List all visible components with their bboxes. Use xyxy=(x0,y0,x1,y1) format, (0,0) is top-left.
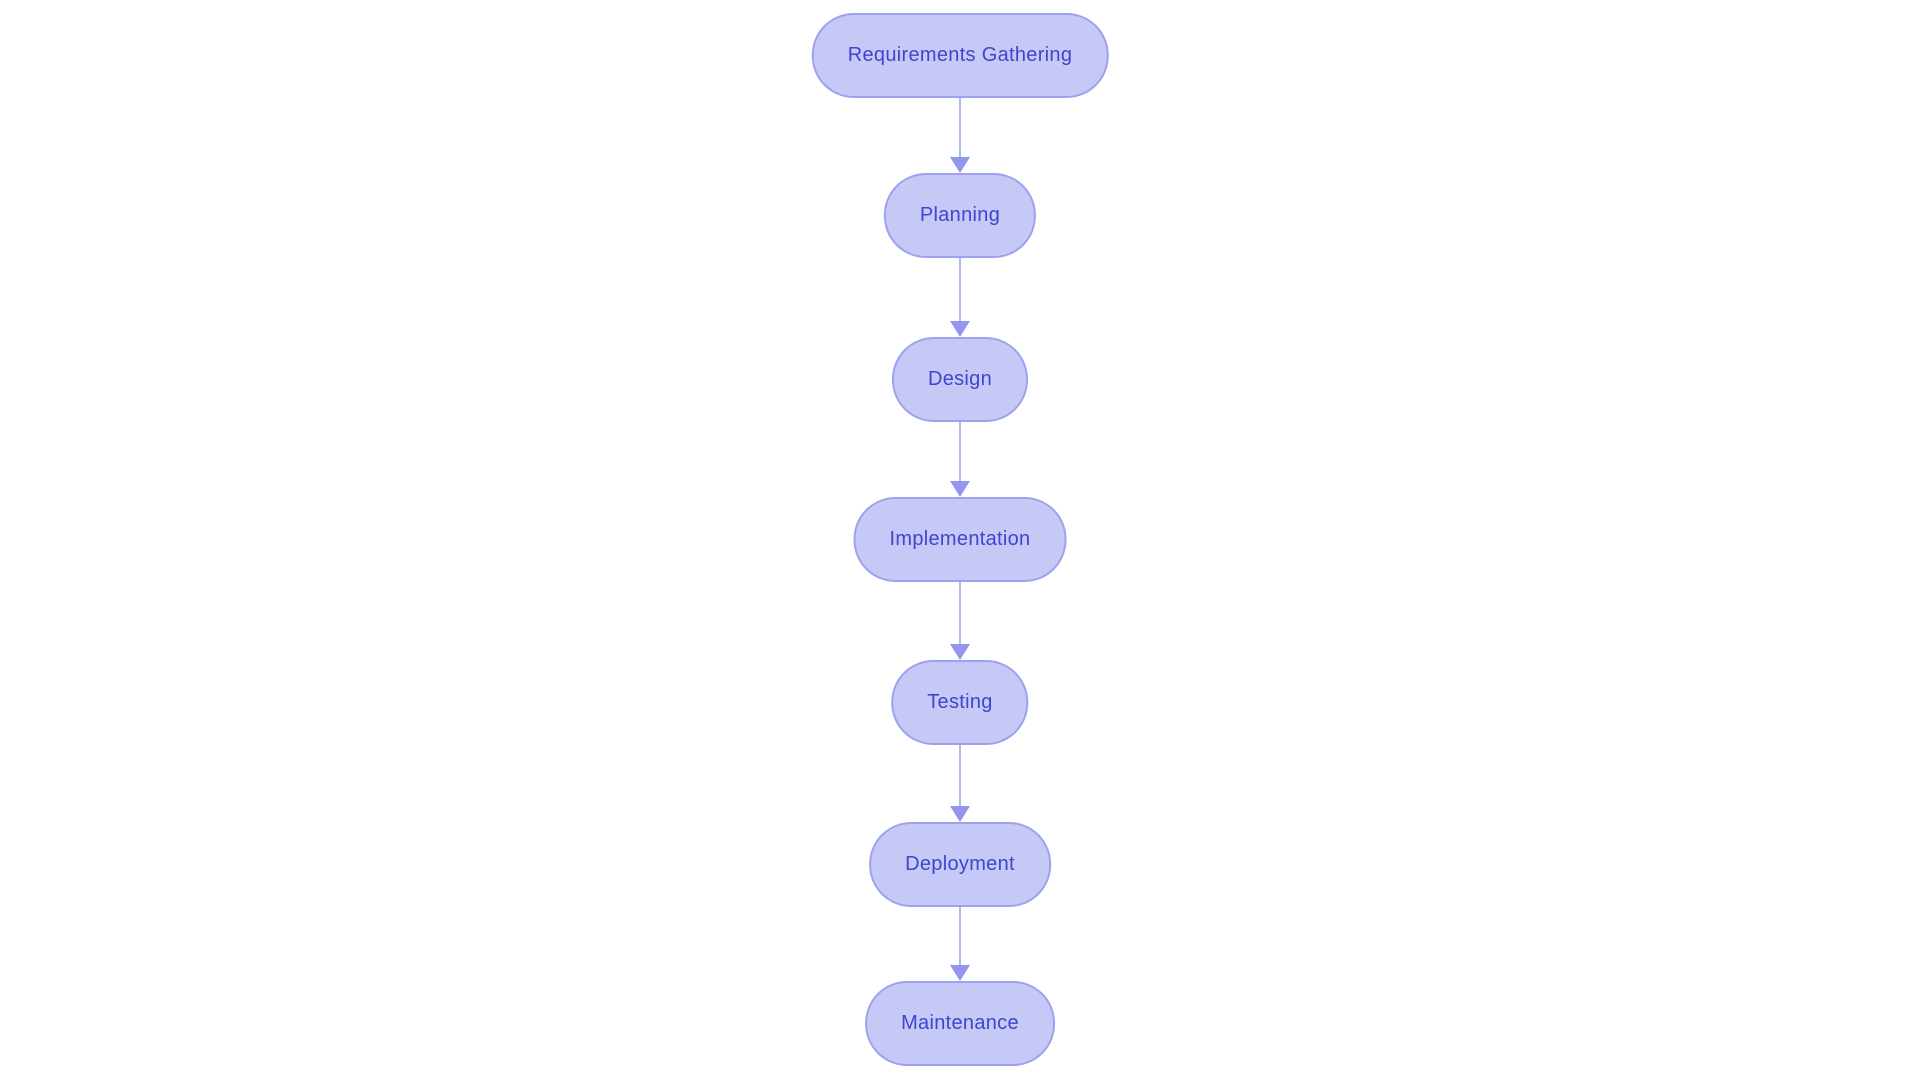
node-label: Implementation xyxy=(889,528,1031,550)
flowchart-node-testing: Testing xyxy=(891,660,1029,745)
arrowhead-down-icon xyxy=(950,965,970,981)
flowchart-node-requirements-gathering: Requirements Gathering xyxy=(811,13,1109,98)
edge-connector xyxy=(949,98,971,173)
node-label: Maintenance xyxy=(901,1012,1019,1034)
flowchart-node-design: Design xyxy=(891,337,1029,422)
edge-connector xyxy=(949,258,971,337)
flowchart-node-deployment: Deployment xyxy=(869,822,1051,907)
flowchart-node-planning: Planning xyxy=(883,173,1037,258)
arrowhead-down-icon xyxy=(950,321,970,337)
node-label: Testing xyxy=(927,691,993,713)
arrowhead-down-icon xyxy=(950,157,970,173)
arrowhead-down-icon xyxy=(950,806,970,822)
edge-connector xyxy=(949,582,971,660)
edge-connector xyxy=(949,422,971,497)
arrowhead-down-icon xyxy=(950,481,970,497)
node-label: Planning xyxy=(919,204,1001,226)
arrowhead-down-icon xyxy=(950,644,970,660)
flowchart-node-implementation: Implementation xyxy=(853,497,1067,582)
arrow-line xyxy=(959,582,961,646)
arrow-line xyxy=(959,907,961,967)
arrow-line xyxy=(959,258,961,323)
arrow-line xyxy=(959,422,961,483)
edge-connector xyxy=(949,745,971,822)
node-label: Deployment xyxy=(905,853,1015,875)
arrow-line xyxy=(959,98,961,159)
node-label: Requirements Gathering xyxy=(847,44,1073,66)
edge-connector xyxy=(949,907,971,981)
arrow-line xyxy=(959,745,961,808)
flowchart-node-maintenance: Maintenance xyxy=(865,981,1055,1066)
node-label: Design xyxy=(927,368,993,390)
